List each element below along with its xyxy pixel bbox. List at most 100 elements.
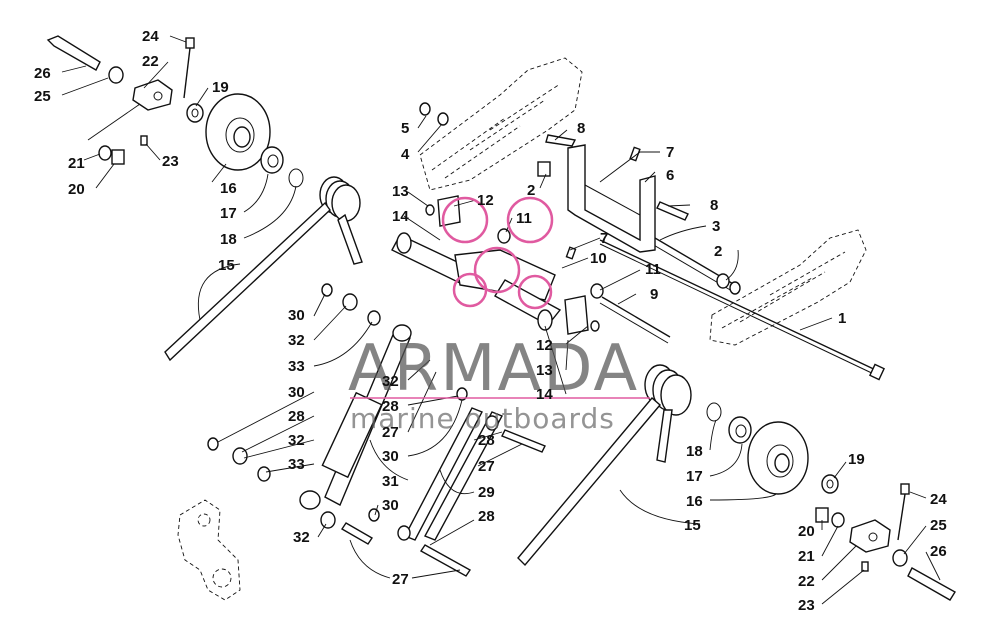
callout-label: 32 bbox=[288, 332, 305, 349]
callout-label: 3 bbox=[712, 218, 720, 235]
upper-spring-15 bbox=[164, 176, 363, 362]
callout-label: 28 bbox=[478, 508, 495, 525]
callout-label: 20 bbox=[798, 523, 815, 540]
callout-label: 5 bbox=[401, 120, 409, 137]
upper-snap-ring-18 bbox=[288, 168, 304, 188]
rear-arm-bracket-outline bbox=[177, 499, 241, 601]
lower-mount-22 bbox=[849, 519, 891, 553]
callout-label: 14 bbox=[536, 386, 553, 403]
callout-label: 33 bbox=[288, 358, 305, 375]
callout-label: 27 bbox=[392, 571, 409, 588]
callout-label: 19 bbox=[212, 79, 229, 96]
upper-bolt-24 bbox=[183, 37, 195, 99]
upper-washer-19 bbox=[186, 103, 204, 123]
upper-nut-20-21 bbox=[98, 145, 125, 165]
lower-bolt-26 bbox=[907, 567, 956, 601]
callout-label: 32 bbox=[288, 432, 305, 449]
upper-bearing-17 bbox=[260, 146, 284, 174]
callout-label: 8 bbox=[710, 197, 718, 214]
callout-label: 28 bbox=[478, 432, 495, 449]
callout-label: 4 bbox=[401, 146, 410, 163]
callout-label: 23 bbox=[798, 597, 815, 614]
callout-label: 25 bbox=[930, 517, 947, 534]
lower-bolt-24 bbox=[897, 483, 910, 541]
callout-label: 24 bbox=[142, 28, 159, 45]
callout-label: 2 bbox=[527, 182, 535, 199]
callout-label: 29 bbox=[478, 484, 495, 501]
callout-label: 8 bbox=[577, 120, 585, 137]
callout-label: 21 bbox=[68, 155, 85, 172]
lower-washer-19 bbox=[821, 474, 839, 494]
callout-label: 7 bbox=[666, 144, 674, 161]
leader-lines bbox=[61, 35, 941, 605]
front-cross-shaft bbox=[391, 232, 562, 331]
lower-rail-outline bbox=[709, 229, 867, 346]
callout-label: 23 bbox=[162, 153, 179, 170]
callout-label: 25 bbox=[34, 88, 51, 105]
callout-label: 21 bbox=[798, 548, 815, 565]
callout-label: 22 bbox=[142, 53, 159, 70]
callout-label: 12 bbox=[477, 192, 494, 209]
callout-labels: 26 25 24 22 19 21 20 23 16 17 18 15 5 4 … bbox=[34, 28, 947, 614]
callout-label: 17 bbox=[220, 205, 237, 222]
lower-spacer-25 bbox=[892, 549, 908, 567]
armada-logo bbox=[441, 196, 554, 310]
callout-label: 16 bbox=[686, 493, 703, 510]
callout-label: 30 bbox=[288, 384, 305, 401]
callout-label: 18 bbox=[220, 231, 237, 248]
callout-label: 15 bbox=[684, 517, 701, 534]
shock-absorber-31 bbox=[299, 324, 412, 510]
upper-mount-22 bbox=[132, 79, 173, 111]
watermark-brand: ARMADA bbox=[348, 332, 639, 406]
upper-pin-23 bbox=[140, 135, 148, 146]
lower-snap-ring-18 bbox=[706, 402, 722, 422]
lower-bearing-17 bbox=[728, 416, 752, 444]
lower-pin-23 bbox=[861, 561, 869, 572]
callout-label: 27 bbox=[382, 424, 399, 441]
callout-label: 11 bbox=[645, 261, 661, 278]
lower-nut-20-21 bbox=[815, 507, 845, 528]
callout-label: 15 bbox=[218, 257, 235, 274]
callout-label: 32 bbox=[382, 373, 399, 390]
callout-label: 22 bbox=[798, 573, 815, 590]
lower-idler-wheel-16 bbox=[747, 421, 809, 495]
watermark-tagline: marine outboards bbox=[350, 402, 615, 435]
callout-label: 9 bbox=[650, 286, 658, 303]
callout-label: 1 bbox=[838, 310, 846, 327]
callout-label: 12 bbox=[536, 337, 553, 354]
bracket-6 bbox=[567, 144, 656, 253]
callout-label: 32 bbox=[293, 529, 310, 546]
callout-label: 19 bbox=[848, 451, 865, 468]
callout-label: 30 bbox=[382, 497, 399, 514]
callout-label: 26 bbox=[930, 543, 947, 560]
callout-label: 28 bbox=[288, 408, 305, 425]
callout-label: 33 bbox=[288, 456, 305, 473]
callout-label: 24 bbox=[930, 491, 947, 508]
fasteners-left bbox=[207, 283, 546, 577]
callout-label: 13 bbox=[536, 362, 553, 379]
lower-spring-15 bbox=[517, 364, 692, 567]
callout-label: 14 bbox=[392, 208, 409, 225]
callout-label: 16 bbox=[220, 180, 237, 197]
callout-label: 30 bbox=[288, 307, 305, 324]
callout-label: 18 bbox=[686, 443, 703, 460]
upper-rail-outline bbox=[419, 57, 583, 191]
callout-label: 2 bbox=[714, 243, 722, 260]
callout-label: 27 bbox=[478, 458, 495, 475]
callout-label: 7 bbox=[600, 230, 608, 247]
callout-label: 10 bbox=[590, 250, 607, 267]
callout-label: 17 bbox=[686, 468, 703, 485]
callout-label: 26 bbox=[34, 65, 51, 82]
callout-label: 13 bbox=[392, 183, 409, 200]
callout-label: 30 bbox=[382, 448, 399, 465]
callout-label: 31 bbox=[382, 473, 399, 490]
shaft-1 bbox=[599, 239, 885, 381]
callout-label: 11 bbox=[516, 210, 532, 227]
callout-label: 20 bbox=[68, 181, 85, 198]
callout-label: 28 bbox=[382, 398, 399, 415]
upper-idler-wheel-16 bbox=[205, 93, 271, 171]
callout-label: 6 bbox=[666, 167, 674, 184]
upper-bolt-26 bbox=[46, 35, 101, 71]
link-29 bbox=[404, 407, 503, 541]
